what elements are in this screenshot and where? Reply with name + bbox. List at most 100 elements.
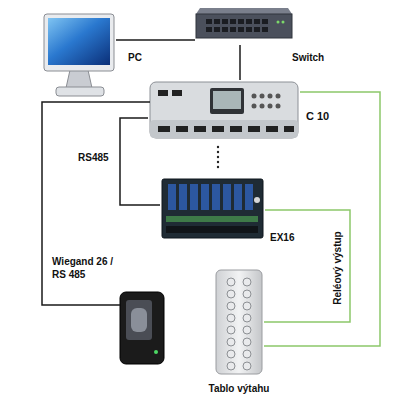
- elevator-keypad-icon-part: [227, 290, 235, 298]
- relay-board-icon-part: [166, 226, 258, 233]
- wiegand-wire: [42, 102, 150, 305]
- switch-icon-part: [222, 27, 228, 32]
- expansion-dots-part: [217, 146, 219, 148]
- wiegand-wire-part: [42, 102, 150, 305]
- relay-board-icon-part: [254, 197, 260, 203]
- device-label: Tablo výtahu: [209, 383, 270, 395]
- expansion-dots-part: [217, 166, 219, 168]
- connector-wire: [116, 39, 195, 41]
- relay-board-icon-part: [245, 184, 253, 210]
- elevator-keypad-icon-part: [243, 350, 251, 358]
- switch-icon-part: [214, 19, 220, 24]
- controller-icon-part: [194, 126, 206, 132]
- controller-icon-part: [260, 104, 265, 109]
- elevator-keypad-icon-part: [243, 290, 251, 298]
- switch-icon-part: [238, 27, 244, 32]
- connection-label: RS485: [78, 152, 109, 164]
- elevator-keypad-icon-part: [243, 314, 251, 322]
- monitor-icon: [44, 14, 114, 96]
- pc-node: PC: [42, 12, 116, 100]
- controller-icon-part: [210, 88, 244, 114]
- controller-icon-part: [150, 120, 298, 138]
- elevator-keypad-icon-part: [243, 362, 251, 370]
- elevator-keypad-icon-part: [227, 338, 235, 346]
- controller-icon-part: [268, 94, 273, 99]
- controller-icon: [150, 82, 298, 138]
- device-label: Switch: [292, 52, 324, 64]
- elevator-keypad-icon-part: [243, 338, 251, 346]
- elevator-keypad-icon-part: [243, 326, 251, 334]
- expansion-dots-part: [217, 151, 219, 153]
- device-label: EX16: [270, 232, 294, 244]
- signal-label: Wiegand 26 / RS 485: [52, 256, 124, 281]
- elevator-keypad-icon-part: [227, 350, 235, 358]
- keypad-node: Tablo výtahu: [214, 268, 264, 376]
- controller-icon-part: [172, 90, 182, 96]
- connector-wire: [264, 92, 380, 346]
- elevator-keypad-icon-part: [227, 326, 235, 334]
- fingerprint-reader-icon-part: [131, 308, 147, 332]
- elevator-keypad-icon-part: [243, 302, 251, 310]
- switch-icon-part: [214, 27, 220, 32]
- elevator-keypad-icon-part: [227, 278, 235, 286]
- controller-icon-part: [158, 126, 170, 132]
- switch-icon-part: [262, 27, 268, 32]
- connector-wire: [264, 210, 350, 322]
- switch-icon-part: [196, 8, 292, 14]
- controller-icon-part: [276, 104, 281, 109]
- controller-icon-part: [248, 126, 260, 132]
- monitor-icon-part: [44, 14, 114, 71]
- switch-icon-part: [196, 14, 292, 38]
- relay-board-icon-part: [223, 184, 231, 210]
- elevator-keypad-icon-part: [227, 362, 235, 370]
- controller-icon-part: [176, 126, 188, 132]
- relay-board-icon-part: [190, 184, 198, 210]
- elevator-keypad-icon-part: [227, 314, 235, 322]
- fingerprint-reader-icon: [120, 292, 164, 364]
- relay-board-icon-part: [166, 216, 258, 222]
- controller-icon-part: [252, 104, 257, 109]
- monitor-icon-part: [66, 70, 92, 88]
- switch-icon-part: [206, 27, 212, 32]
- elevator-keypad-icon-part: [216, 270, 262, 374]
- controller-icon-part: [158, 90, 168, 96]
- relay-board-node: EX16: [160, 177, 265, 240]
- controller-icon-part: [212, 126, 224, 132]
- controller-icon-part: [276, 94, 281, 99]
- switch-icon-part: [246, 27, 252, 32]
- elevator-keypad-icon-part: [227, 302, 235, 310]
- controller-icon-part: [150, 82, 298, 138]
- relay-board-icon-part: [162, 179, 263, 238]
- monitor-icon-part: [48, 18, 110, 65]
- controller-icon-part: [252, 94, 257, 99]
- relay-board-icon-part: [201, 184, 209, 210]
- switch-icon-part: [262, 19, 268, 24]
- switch-icon-part: [254, 27, 260, 32]
- connection-label: Reléový výstup: [332, 231, 344, 304]
- connector-wire: [239, 45, 241, 80]
- switch-icon-part: [254, 19, 260, 24]
- relay-board-icon-part: [212, 184, 220, 210]
- relay-board-icon-part: [179, 184, 187, 210]
- switch-icon-part: [246, 19, 252, 24]
- switch-icon-part: [222, 19, 228, 24]
- monitor-icon-part: [56, 87, 104, 96]
- elevator-keypad-icon: [216, 270, 262, 374]
- elevator-keypad-icon-part: [243, 278, 251, 286]
- switch-icon-part: [230, 27, 236, 32]
- relay-board-icon-part: [168, 184, 176, 210]
- switch-node: Switch: [195, 5, 292, 45]
- controller-icon-part: [284, 126, 294, 132]
- controller-icon-part: [266, 126, 278, 132]
- switch-icon-part: [206, 19, 212, 24]
- relay-board-icon: [162, 179, 263, 238]
- fingerprint-reader-icon-part: [120, 292, 164, 364]
- controller-icon-part: [230, 126, 242, 132]
- controller-icon-part: [260, 94, 265, 99]
- connector-wire: [120, 118, 160, 205]
- fingerprint-reader-icon-part: [126, 300, 152, 340]
- fingerprint-reader-icon-part: [154, 350, 158, 354]
- controller-node: C 10: [148, 80, 300, 140]
